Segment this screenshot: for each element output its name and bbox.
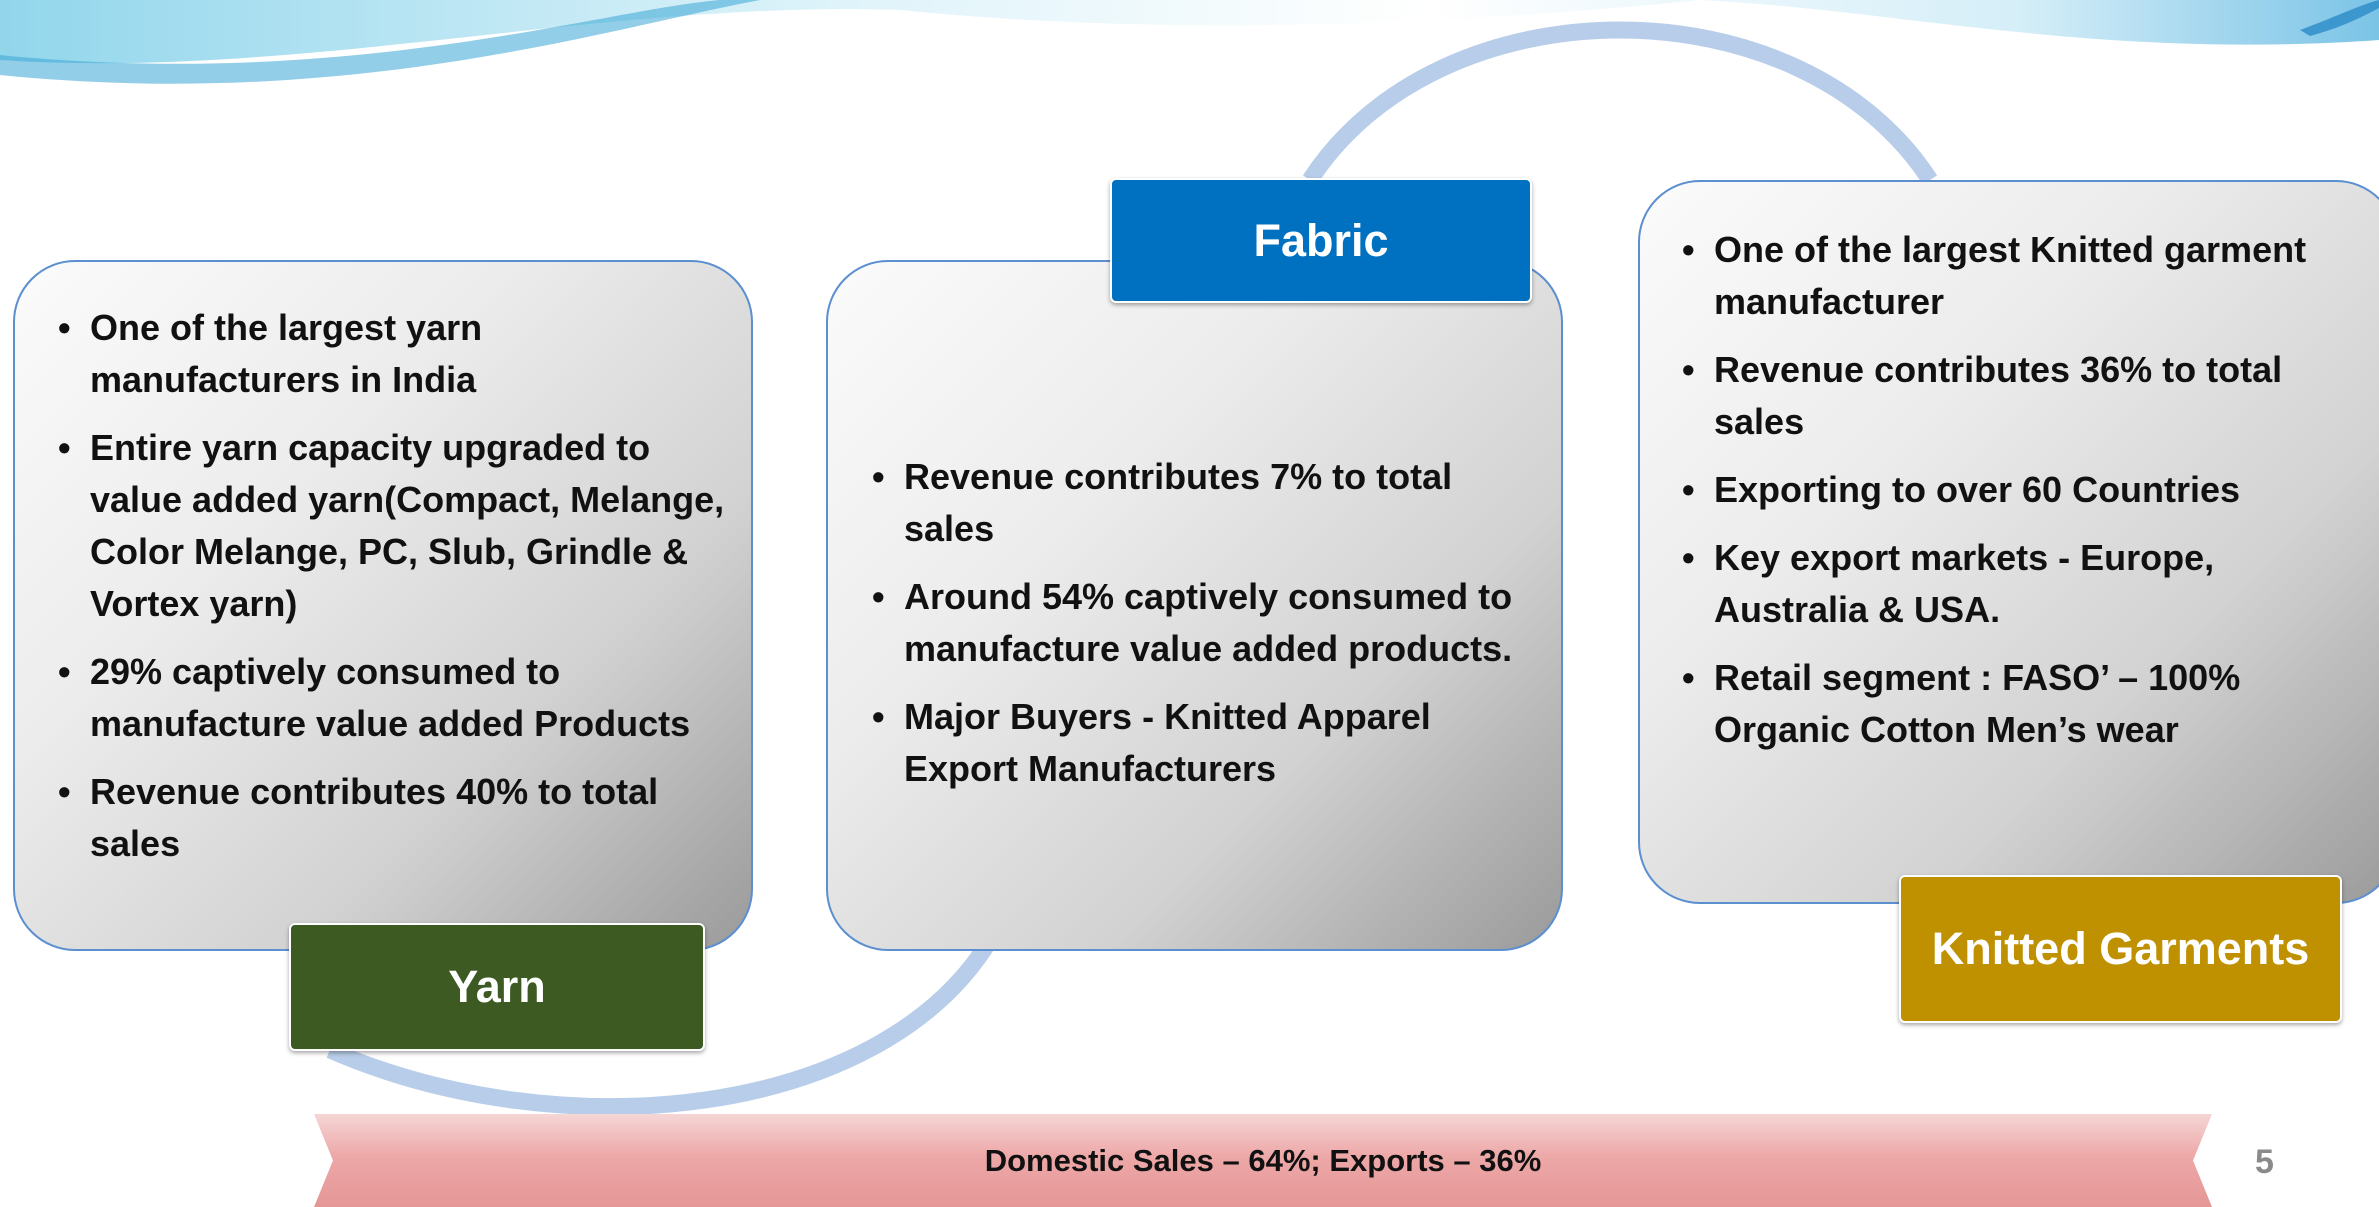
yarn-bullet: 29% captively consumed to manufacture va… bbox=[56, 646, 736, 750]
garments-bullet-list: One of the largest Knitted garment manuf… bbox=[1680, 224, 2360, 772]
fabric-bullet: Major Buyers - Knitted Apparel Export Ma… bbox=[870, 691, 1540, 795]
sales-split-banner: Domestic Sales – 64%; Exports – 36% bbox=[314, 1114, 2212, 1207]
yarn-bullet-list: One of the largest yarn manufacturers in… bbox=[56, 302, 736, 886]
header-wave bbox=[0, 0, 2379, 64]
page-number: 5 bbox=[2255, 1143, 2274, 1181]
header-swoosh bbox=[0, 0, 760, 84]
yarn-bullet: Revenue contributes 40% to total sales bbox=[56, 766, 736, 870]
garments-bullet: Retail segment : FASO’ – 100% Organic Co… bbox=[1680, 652, 2360, 756]
flow-arc-top bbox=[1302, 21, 1938, 185]
garments-bullet: One of the largest Knitted garment manuf… bbox=[1680, 224, 2360, 328]
flow-arc-bottom bbox=[326, 935, 998, 1115]
garments-bullet: Key export markets - Europe, Australia &… bbox=[1680, 532, 2360, 636]
yarn-label: Yarn bbox=[289, 923, 705, 1051]
fabric-bullet: Around 54% captively consumed to manufac… bbox=[870, 571, 1540, 675]
header-swoosh-right bbox=[2300, 0, 2379, 36]
garments-bullet: Revenue contributes 36% to total sales bbox=[1680, 344, 2360, 448]
yarn-bullet: One of the largest yarn manufacturers in… bbox=[56, 302, 736, 406]
garments-bullet: Exporting to over 60 Countries bbox=[1680, 464, 2360, 516]
fabric-label: Fabric bbox=[1110, 178, 1532, 303]
fabric-bullet-list: Revenue contributes 7% to total sales Ar… bbox=[870, 451, 1540, 811]
fabric-bullet: Revenue contributes 7% to total sales bbox=[870, 451, 1540, 555]
yarn-bullet: Entire yarn capacity upgraded to value a… bbox=[56, 422, 736, 630]
garments-label: Knitted Garments bbox=[1899, 875, 2342, 1023]
